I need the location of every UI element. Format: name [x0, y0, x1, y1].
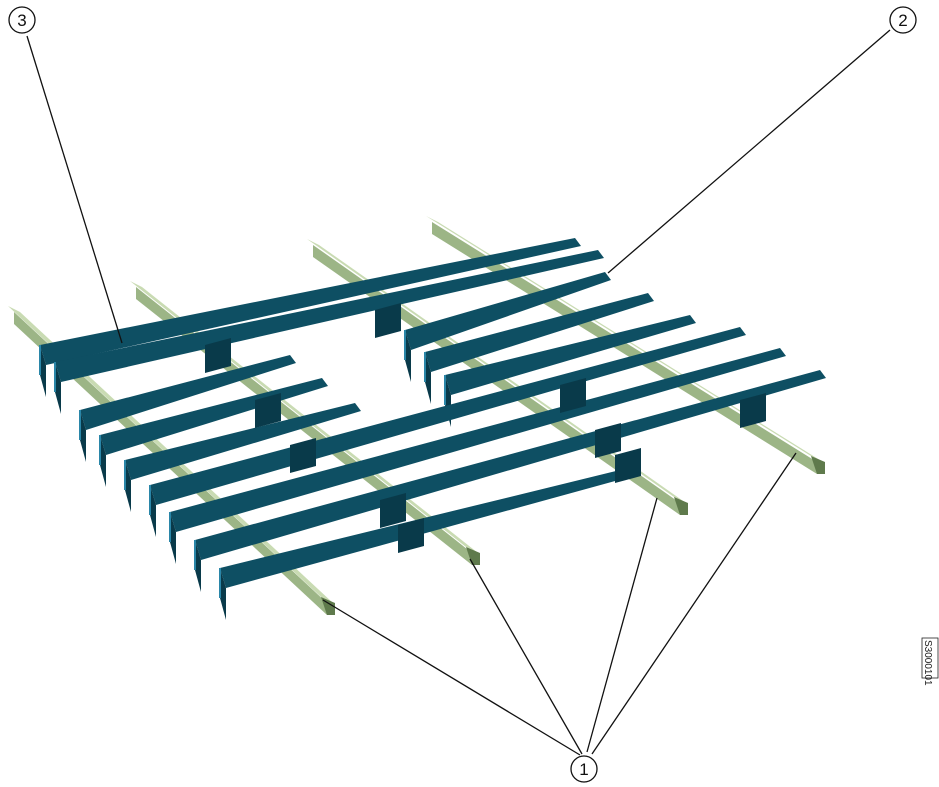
bearer-block [595, 423, 621, 458]
slat [404, 272, 611, 382]
slat [169, 348, 786, 564]
reference-code-box [921, 637, 939, 679]
leader-line-1d [591, 452, 797, 755]
bearer-block [740, 393, 766, 428]
callout-circle [570, 755, 598, 783]
slat-end [80, 410, 86, 462]
leader-lines [26, 29, 891, 756]
callout-label: 3 [17, 11, 26, 30]
leader-line-1c [586, 497, 658, 753]
slat [124, 403, 361, 512]
rail-side [432, 222, 817, 474]
slat-end [195, 540, 201, 592]
slat-top [195, 370, 826, 560]
reference-code-text: S3000101 [922, 640, 933, 686]
bearer-block [398, 518, 424, 553]
slat-end [150, 485, 156, 537]
slat [424, 293, 654, 404]
slat [54, 250, 604, 414]
bearer-block [375, 303, 401, 338]
callout-label: 2 [898, 11, 907, 30]
reference-code: S3000101 [921, 637, 939, 686]
leader-line-1b [469, 558, 583, 755]
leader-line-1a [322, 599, 581, 756]
slat-end [220, 568, 226, 620]
slat-top [170, 348, 786, 532]
slat-end [425, 352, 431, 404]
callout-circle [889, 6, 917, 34]
leader-line-3 [26, 35, 123, 344]
slat-end [405, 330, 411, 382]
slat-end [100, 435, 106, 487]
bearer-block [560, 378, 586, 413]
slat-top [125, 403, 361, 480]
slat-top [40, 238, 581, 365]
rail-end [466, 547, 480, 565]
slat-top [445, 315, 696, 395]
slat-top [80, 355, 296, 430]
bearer-block [290, 438, 316, 473]
slat-end [40, 345, 46, 397]
slat-end [125, 460, 131, 512]
rail-end [674, 497, 688, 515]
callout-3: 3 [8, 6, 36, 34]
callout-circle [8, 6, 36, 34]
bearer-block [380, 493, 406, 528]
slat [194, 370, 826, 592]
callout-1: 1 [570, 755, 598, 783]
slat [39, 238, 581, 397]
bearer-block [255, 393, 281, 428]
slat-end [170, 512, 176, 564]
bearer-block [205, 338, 231, 373]
slat-end [55, 362, 61, 414]
slat-top [425, 293, 654, 372]
slat-top [405, 272, 611, 350]
callout-2: 2 [889, 6, 917, 34]
slat [79, 355, 296, 462]
decking-slats [39, 238, 826, 620]
bearer-block [615, 448, 641, 483]
leader-line-2 [607, 29, 891, 274]
slat-top [55, 250, 604, 382]
callout-label: 1 [579, 760, 588, 779]
rail-end [811, 456, 825, 474]
